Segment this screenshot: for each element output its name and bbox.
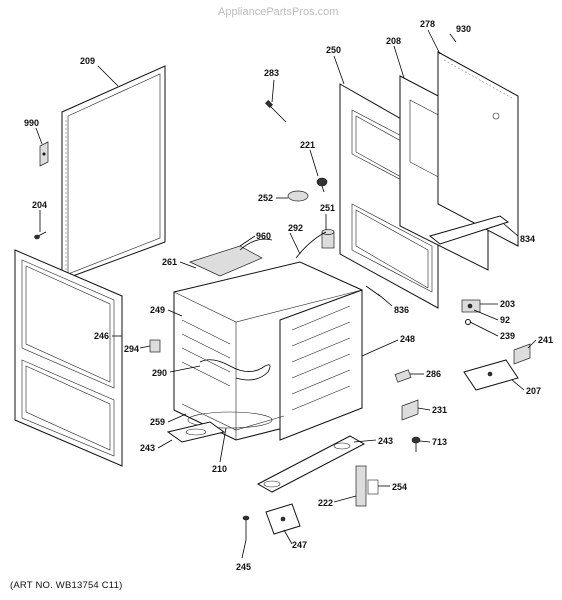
callout-250: 250 xyxy=(326,45,341,55)
oven-cavity-drawing xyxy=(173,245,363,441)
bracket-207-drawing xyxy=(463,359,519,391)
callout-221: 221 xyxy=(300,140,315,150)
callout-222: 222 xyxy=(318,498,333,508)
block-286-drawing xyxy=(394,369,412,383)
callout-246: 246 xyxy=(94,331,109,341)
art-number-caption: (ART NO. WB13754 C11) xyxy=(10,580,123,591)
watermark-text: AppliancePartsPros.com xyxy=(218,6,339,18)
callout-292: 292 xyxy=(288,223,303,233)
callout-243-left: 243 xyxy=(140,443,155,453)
callout-713: 713 xyxy=(432,437,447,447)
strip-836-drawing xyxy=(365,285,381,297)
drip-tray-243-left-drawing xyxy=(166,421,226,443)
bracket-990-drawing xyxy=(39,141,49,167)
leader-lines xyxy=(35,29,537,559)
callout-210: 210 xyxy=(212,464,227,474)
bolt-283-drawing xyxy=(265,100,287,123)
insulator-251-drawing xyxy=(321,229,335,249)
callout-251: 251 xyxy=(320,203,335,213)
callout-294: 294 xyxy=(124,344,139,354)
wire-harness-drawing xyxy=(239,231,327,259)
bracket-231-drawing xyxy=(401,399,419,421)
callout-203: 203 xyxy=(500,299,515,309)
callout-209: 209 xyxy=(80,56,95,66)
callout-207: 207 xyxy=(526,386,541,396)
callout-92: 92 xyxy=(500,315,510,325)
callout-231: 231 xyxy=(432,405,447,415)
callout-252: 252 xyxy=(258,193,273,203)
switch-203-drawing xyxy=(461,299,481,325)
callout-204: 204 xyxy=(32,200,47,210)
callout-290: 290 xyxy=(152,368,167,378)
callout-836: 836 xyxy=(394,305,409,315)
callout-241: 241 xyxy=(538,335,553,345)
callout-248: 248 xyxy=(400,334,415,344)
callout-208: 208 xyxy=(386,36,401,46)
bottom-tray-243-right-drawing xyxy=(256,435,366,493)
callout-960: 960 xyxy=(256,231,271,241)
callout-286: 286 xyxy=(426,369,441,379)
callout-278: 278 xyxy=(420,19,435,29)
callout-labels: 209 990 204 246 294 283 221 252 251 960 … xyxy=(24,19,553,572)
clip-930-drawing xyxy=(449,33,457,43)
callout-249: 249 xyxy=(150,305,165,315)
screw-713-drawing xyxy=(411,436,421,452)
sensor-221-drawing xyxy=(316,177,328,193)
callout-243-right: 243 xyxy=(378,436,393,446)
callout-990: 990 xyxy=(24,118,39,128)
pan-834-drawing xyxy=(428,215,510,245)
bracket-252-drawing xyxy=(287,190,309,202)
callout-254: 254 xyxy=(392,482,407,492)
side-panel-209-drawing xyxy=(61,65,166,281)
callout-261: 261 xyxy=(162,257,177,267)
hinge-222-254-drawing xyxy=(355,465,379,507)
screw-245-drawing xyxy=(242,515,250,540)
bracket-294-drawing xyxy=(149,339,161,353)
front-frame-246-drawing xyxy=(14,249,123,467)
callout-283: 283 xyxy=(264,68,279,78)
callout-239: 239 xyxy=(500,331,515,341)
back-panel-278-drawing xyxy=(437,51,519,247)
callout-247: 247 xyxy=(292,540,307,550)
callout-930: 930 xyxy=(456,24,471,34)
plate-247-drawing xyxy=(265,503,301,535)
callout-834: 834 xyxy=(520,234,535,244)
screw-204-drawing xyxy=(34,231,47,240)
callout-245: 245 xyxy=(236,562,251,572)
callout-259: 259 xyxy=(150,417,165,427)
bracket-241-drawing xyxy=(513,343,531,365)
